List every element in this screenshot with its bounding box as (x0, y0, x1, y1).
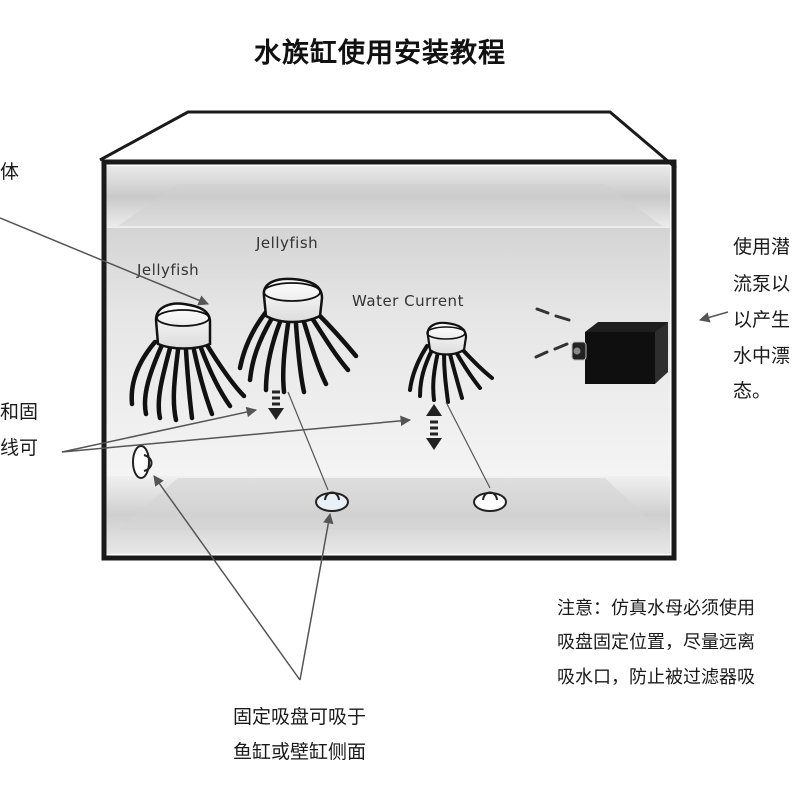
arrow-to-pump (698, 311, 729, 323)
arrow-to-tentacles-left (61, 406, 258, 453)
right-annotation-line: 使用潜 (733, 236, 790, 258)
note-line: 吸盘固定位置，尽量远离 (557, 632, 755, 653)
water-band-bottom-shape (118, 478, 660, 530)
bottom-annotation-line: 固定吸盘可吸于 (233, 706, 366, 728)
arrow-to-tentacles-right (61, 415, 412, 453)
arrow-to-floor-cup-center (299, 512, 334, 681)
right-annotation-line: 水中漂 (733, 345, 790, 367)
annotation-arrows (0, 217, 729, 681)
water-current-label: Water Current (352, 292, 464, 310)
tank-lid (99, 110, 677, 170)
fishing-line-center (287, 391, 329, 491)
jellyfish-center (237, 277, 359, 395)
aquarium-tank (99, 110, 677, 561)
jellyfish-label-left: Jellyfish (136, 261, 199, 279)
arrow-updown-right (426, 404, 442, 450)
water-pump (571, 322, 668, 384)
right-annotation-line: 流泵以 (733, 273, 790, 295)
arrow-down-center (268, 390, 284, 420)
left-annotation-top: 体 (0, 161, 19, 183)
right-annotation: 使用潜 流泵以 以产生 水中漂 态。 (733, 236, 790, 402)
arrow-to-side-cup (153, 475, 301, 681)
water-band-top-shape (118, 184, 662, 226)
suction-cup-floor-right (473, 491, 507, 512)
fishing-line-right (445, 401, 491, 489)
left-annotation-middle-line2: 线可 (0, 437, 38, 459)
arrow-to-jellyfish-left (0, 217, 209, 306)
jellyfish-right (408, 321, 494, 404)
jellyfish-left (129, 302, 247, 423)
suction-cup-floor-center (315, 491, 349, 512)
pump-flow-lines (534, 307, 571, 359)
left-annotation-middle-line1: 和固 (0, 401, 38, 423)
tentacles-center (237, 309, 359, 395)
bottom-annotation-line: 鱼缸或壁缸侧面 (233, 741, 366, 763)
suction-cup-side-wall (132, 445, 153, 479)
tentacles-left (129, 339, 247, 423)
note-line: 注意：仿真水母必须使用 (557, 598, 755, 619)
note-line: 吸水口，防止被过滤器吸 (557, 667, 755, 688)
tank-frame (101, 159, 677, 561)
page-title: 水族缸使用安装教程 (254, 37, 506, 69)
tentacles-right (408, 344, 494, 404)
bottom-annotation: 固定吸盘可吸于 鱼缸或壁缸侧面 (233, 706, 366, 763)
note-block: 注意：仿真水母必须使用 吸盘固定位置，尽量远离 吸水口，防止被过滤器吸 (557, 598, 755, 688)
jellyfish-label-center: Jellyfish (255, 234, 318, 252)
right-annotation-line: 以产生 (733, 309, 790, 331)
right-annotation-line: 态。 (733, 380, 771, 402)
